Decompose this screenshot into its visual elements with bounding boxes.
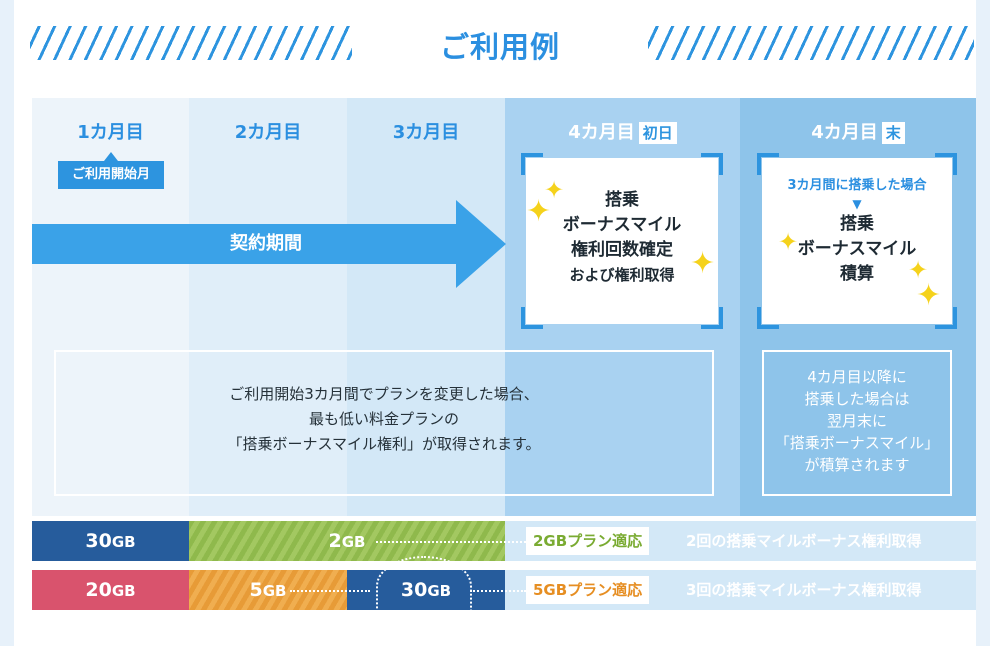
end-tag: 末	[881, 122, 905, 144]
card1-line: および権利取得	[569, 266, 675, 284]
card1-line: 搭乗	[605, 190, 639, 210]
result-text-row-2: 3回の搭乗マイルボーナス権利取得	[686, 581, 922, 599]
sparkle-icon: ✦	[526, 194, 552, 229]
left-margin	[0, 0, 14, 646]
applied-plan-badge-2gb: 2GBプラン適応	[526, 527, 650, 555]
triangle-up-icon	[104, 152, 118, 161]
month-2-column	[189, 98, 347, 516]
card2-line: ボーナスマイル	[797, 239, 917, 259]
sparkle-icon: ✦	[690, 246, 716, 281]
applied-plan-badge-5gb: 5GBプラン適応	[526, 576, 650, 604]
dotted-connector	[470, 590, 526, 592]
card2-line: 積算	[840, 264, 874, 284]
plan-segment-20gb: 20GB	[32, 570, 189, 610]
arrow-right-icon	[456, 200, 506, 288]
note2-line: 翌月末に	[826, 412, 887, 430]
plan-change-note: ご利用開始3カ月間でプランを変更した場合、 最も低い料金プランの 「搭乗ボーナス…	[54, 350, 714, 496]
bonus-rights-card: 搭乗 ボーナスマイル 権利回数確定 および権利取得	[521, 153, 723, 329]
dotted-connector	[290, 590, 370, 592]
month-3-column	[347, 98, 505, 516]
note2-line: 搭乗した場合は	[804, 390, 910, 408]
month-4-first-day-label: 4カ月目初日	[505, 118, 740, 144]
sparkle-icon: ✦	[908, 256, 929, 284]
note1-line: 「搭乗ボーナスマイル権利」が取得されます。	[227, 435, 541, 453]
dotted-connector	[376, 541, 526, 543]
sparkle-icon: ✦	[544, 176, 565, 204]
dotted-curve-connector	[376, 556, 472, 616]
start-month-label: ご利用開始月	[58, 161, 164, 189]
accrual-note: 4カ月目以降に 搭乗した場合は 翌月末に 「搭乗ボーナスマイル」 が積算されます	[762, 350, 952, 496]
card1-line: ボーナスマイル	[562, 215, 682, 235]
start-month-marker: ご利用開始月	[58, 152, 164, 189]
month-4-end-label: 4カ月目末	[740, 118, 976, 144]
condition-text: 3カ月間に搭乗した場合	[787, 178, 927, 193]
note2-line: が積算されます	[804, 456, 910, 474]
sparkle-icon: ✦	[916, 278, 942, 313]
header-hatch-right	[648, 26, 974, 60]
page-title: ご利用例	[439, 30, 560, 64]
note2-line: 4カ月目以降に	[807, 368, 907, 386]
note1-line: 最も低い料金プランの	[308, 410, 459, 428]
contract-period-label: 契約期間	[230, 233, 302, 254]
right-margin	[976, 0, 990, 646]
card1-line: 権利回数確定	[571, 240, 673, 260]
month-3-label: 3カ月目	[392, 122, 460, 143]
header-hatch-left	[30, 26, 352, 60]
first-day-tag: 初日	[638, 122, 677, 144]
sparkle-icon: ✦	[778, 228, 799, 256]
triangle-down-icon: ▼	[852, 197, 862, 211]
plan-segment-30gb: 30GB	[32, 521, 189, 561]
month-2-label: 2カ月目	[234, 122, 302, 143]
bonus-accrual-card: 3カ月間に搭乗した場合 ▼ 搭乗 ボーナスマイル 積算	[757, 153, 957, 329]
result-text-row-1: 2回の搭乗マイルボーナス権利取得	[686, 532, 922, 550]
month-1-label: 1カ月目	[77, 122, 144, 143]
card2-line: 搭乗	[840, 214, 874, 234]
contract-period-arrow	[32, 224, 456, 264]
note1-line: ご利用開始3カ月間でプランを変更した場合、	[229, 385, 539, 403]
note2-line: 「搭乗ボーナスマイル」	[774, 434, 940, 452]
